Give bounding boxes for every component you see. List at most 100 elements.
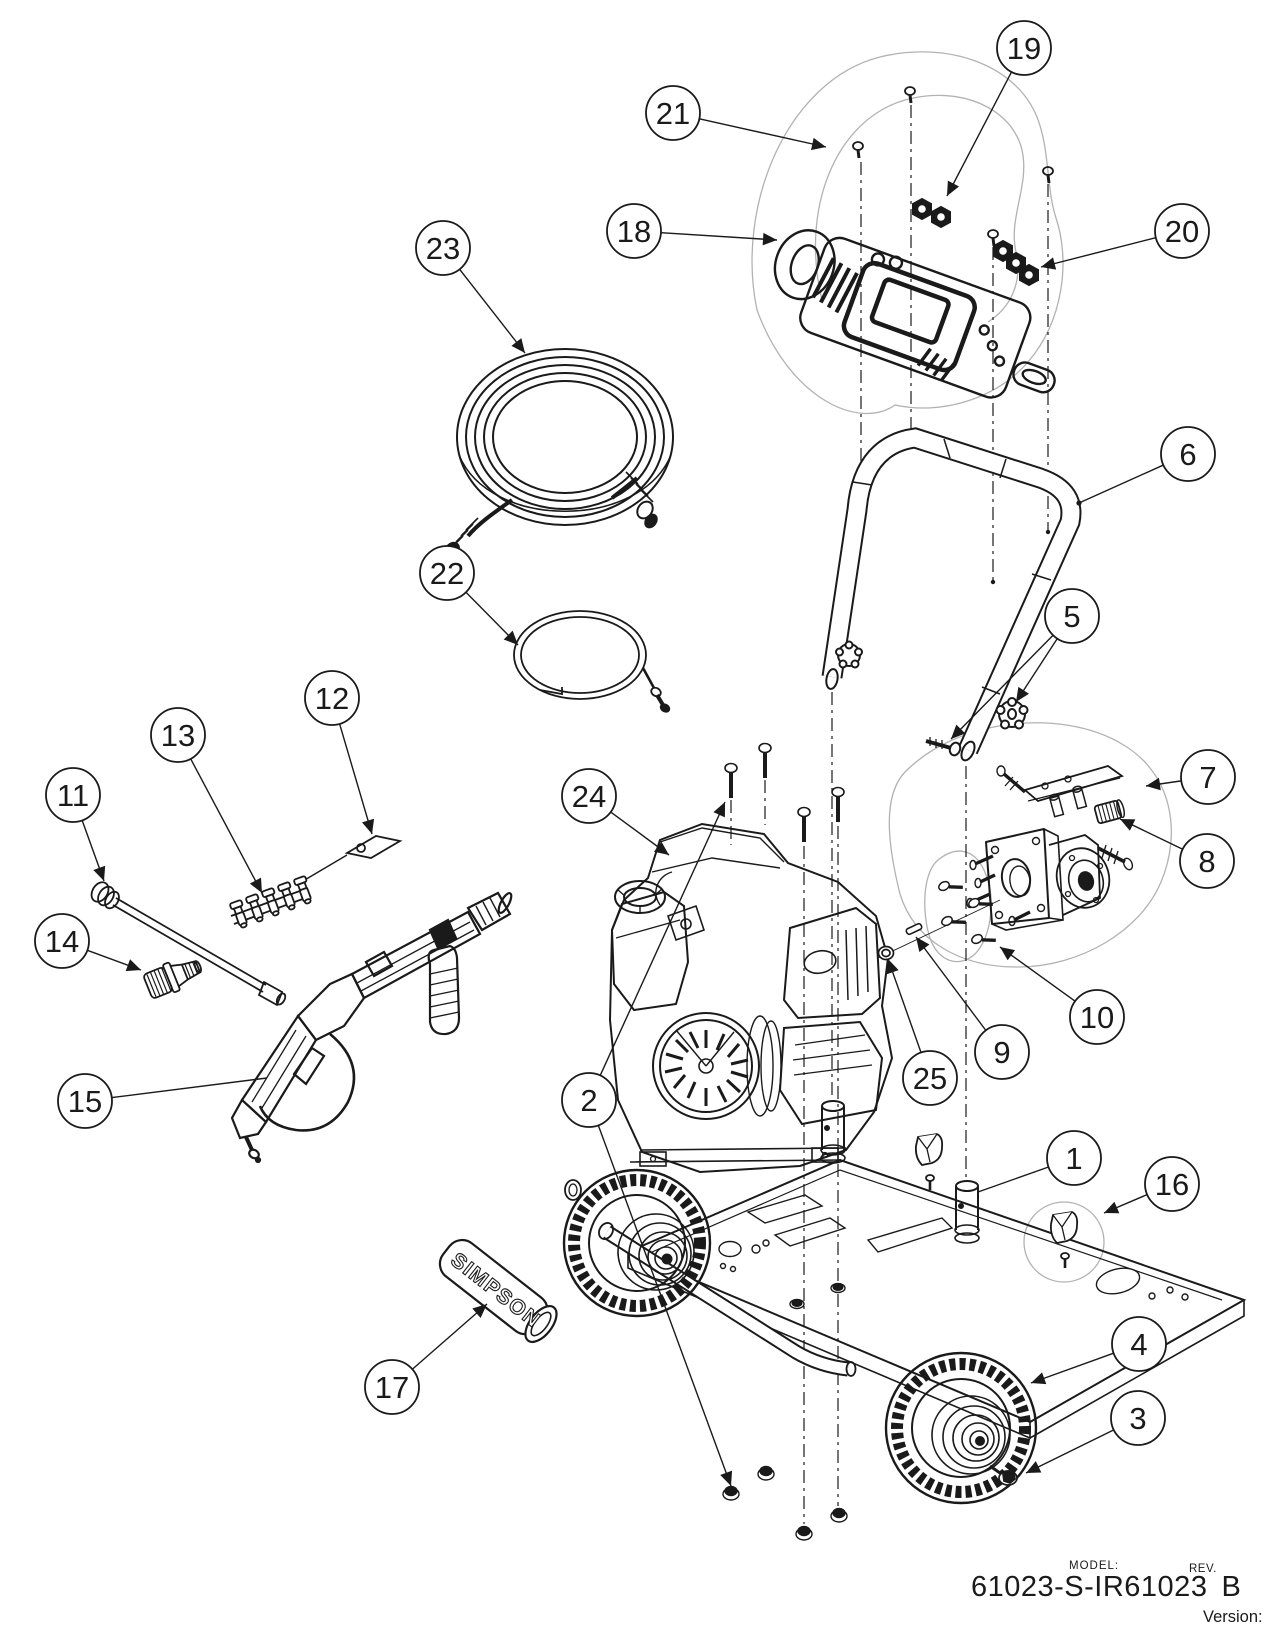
leader-line-11 xyxy=(81,820,106,882)
callout-number-13: 13 xyxy=(161,718,195,753)
leader-line-4 xyxy=(1030,1352,1114,1385)
callout-20: 20 xyxy=(1040,203,1210,270)
callout-number-20: 20 xyxy=(1165,214,1199,249)
rev-label: REV. xyxy=(1189,1563,1217,1575)
part-hose-coil xyxy=(444,348,674,559)
part-hose-adapter xyxy=(143,960,202,999)
callout-circle-25 xyxy=(902,1050,958,1106)
callout-number-14: 14 xyxy=(45,924,79,959)
leader-line-22 xyxy=(465,591,519,646)
callout-25: 25 xyxy=(886,958,958,1106)
callout-circle-14 xyxy=(34,913,90,969)
callout-18: 18 xyxy=(606,203,778,259)
callout-circle-4 xyxy=(1111,1316,1167,1372)
callout-circle-10 xyxy=(1069,989,1125,1045)
leader-line-2 xyxy=(599,801,726,1076)
callout-8: 8 xyxy=(1119,818,1235,889)
part-nozzle-rack xyxy=(229,875,312,929)
part-handle-grip: SIMPSON xyxy=(438,1238,558,1343)
callout-circle-23 xyxy=(415,220,471,276)
leader-line-8 xyxy=(1119,818,1183,850)
leader-line-3 xyxy=(1025,1429,1115,1474)
part-lance xyxy=(90,881,287,1007)
part-handle-knobs xyxy=(835,640,1029,757)
callout-number-2: 2 xyxy=(580,1083,597,1118)
callout-13: 13 xyxy=(150,707,263,894)
part-handle xyxy=(821,427,1082,762)
leader-line-14 xyxy=(87,949,142,972)
callout-number-21: 21 xyxy=(656,96,690,131)
leader-line-2 xyxy=(597,1125,733,1487)
part-unloader-knob xyxy=(1093,799,1126,825)
callout-circle-2 xyxy=(561,1072,617,1128)
callout-23: 23 xyxy=(415,220,526,354)
callout-circle-12 xyxy=(304,670,360,726)
handle-receiver-tubes xyxy=(820,1100,980,1244)
leader-line-1 xyxy=(977,1166,1049,1193)
deck-weld-nuts xyxy=(789,1282,846,1310)
callout-layer: 1234567891011121314151617181920212223242… xyxy=(34,20,1236,1487)
part-panel-nuts xyxy=(912,197,1039,287)
assembly-boundary-outlines xyxy=(751,51,1172,1283)
part-control-panel xyxy=(773,229,1056,399)
leader-line-16 xyxy=(1103,1193,1148,1214)
callout-11: 11 xyxy=(45,767,106,882)
callout-19: 19 xyxy=(946,20,1052,197)
leader-line-15 xyxy=(111,1077,268,1099)
part-spacer xyxy=(877,945,895,961)
deck-holes xyxy=(718,1239,1189,1301)
leader-line-18 xyxy=(660,231,778,246)
callout-number-10: 10 xyxy=(1080,1000,1114,1035)
callout-circle-9 xyxy=(974,1024,1030,1080)
leader-line-12 xyxy=(338,723,375,835)
part-pump-assembly xyxy=(877,765,1134,959)
callout-number-19: 19 xyxy=(1007,31,1041,66)
callout-12: 12 xyxy=(304,670,375,835)
callout-circle-17 xyxy=(364,1359,420,1415)
callout-24: 24 xyxy=(561,768,670,856)
part-engine-bolts xyxy=(724,742,845,842)
callout-21: 21 xyxy=(645,85,827,151)
callout-circle-1 xyxy=(1046,1130,1102,1186)
callout-circle-22 xyxy=(419,545,475,601)
callout-16: 16 xyxy=(1103,1156,1200,1214)
callout-circle-5 xyxy=(1044,588,1100,644)
callout-number-25: 25 xyxy=(913,1061,947,1096)
callout-number-1: 1 xyxy=(1065,1141,1082,1176)
part-engine xyxy=(608,822,894,1174)
callout-circle-21 xyxy=(645,85,701,141)
callout-number-8: 8 xyxy=(1198,844,1215,879)
callout-circle-11 xyxy=(45,767,101,823)
part-tube-coil xyxy=(513,610,671,713)
leader-line-9 xyxy=(915,936,987,1031)
callout-2: 2 xyxy=(561,801,733,1487)
callout-22: 22 xyxy=(419,545,519,646)
leader-line-5 xyxy=(950,634,1054,740)
model-label: MODEL: xyxy=(1069,1560,1120,1572)
callout-17: 17 xyxy=(364,1303,488,1415)
callout-number-5: 5 xyxy=(1063,599,1080,634)
part-wheel-right xyxy=(884,1351,1038,1505)
callout-circle-20 xyxy=(1154,203,1210,259)
leader-line-21 xyxy=(699,118,827,151)
callout-circle-13 xyxy=(150,707,206,763)
part-cleaning-tool xyxy=(302,835,403,882)
leader-line-25 xyxy=(886,958,922,1053)
leader-line-5 xyxy=(1015,638,1058,703)
callout-circle-16 xyxy=(1144,1156,1200,1212)
leader-line-7 xyxy=(1145,777,1182,791)
callout-14: 14 xyxy=(34,913,142,972)
callout-circle-18 xyxy=(606,203,662,259)
callout-number-11: 11 xyxy=(57,778,89,813)
callout-number-15: 15 xyxy=(68,1084,102,1119)
leader-line-6 xyxy=(1078,464,1164,504)
callout-7: 7 xyxy=(1145,749,1236,805)
callout-number-24: 24 xyxy=(572,779,606,814)
callout-3: 3 xyxy=(1025,1390,1166,1474)
part-axle-bolt xyxy=(989,1464,1018,1486)
part-shaft-key xyxy=(905,922,923,936)
callout-number-6: 6 xyxy=(1179,437,1196,472)
